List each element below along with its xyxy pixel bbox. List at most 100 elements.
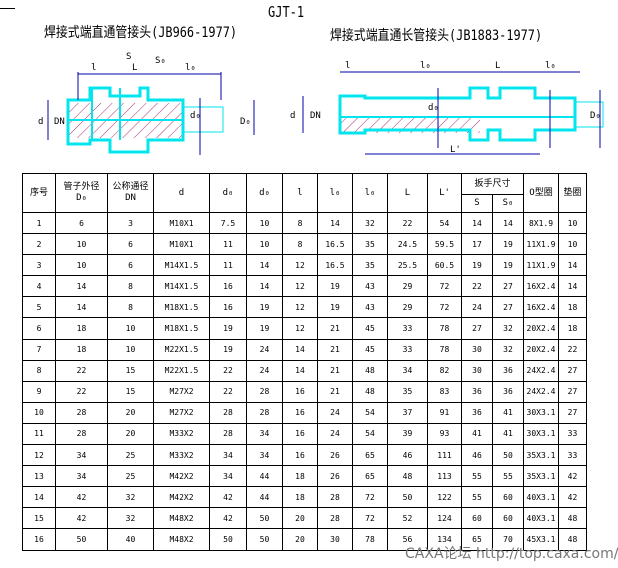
dim-L: L bbox=[132, 63, 137, 73]
table-cell: 12 bbox=[282, 254, 318, 277]
table-cell: 28 bbox=[317, 486, 353, 509]
table-cell: 111 bbox=[427, 444, 462, 467]
table-cell: 41 bbox=[492, 422, 524, 446]
table-cell: 8 bbox=[282, 233, 318, 256]
watermark: CAXA论坛 http://top.caxa.com/ bbox=[405, 546, 618, 562]
table-cell: 19 bbox=[246, 317, 283, 340]
table-cell: M18X1.5 bbox=[153, 317, 210, 340]
table-cell: 78 bbox=[427, 317, 462, 340]
table-cell: 22 bbox=[558, 338, 587, 361]
table-cell: M33X2 bbox=[153, 444, 210, 467]
table-cell: 29 bbox=[387, 296, 428, 319]
table-cell: 65 bbox=[352, 444, 388, 467]
header-S: S bbox=[461, 194, 493, 213]
table-cell: 28 bbox=[317, 507, 353, 530]
table-cell: 17 bbox=[461, 233, 493, 256]
header-no: 序号 bbox=[22, 173, 56, 213]
table-cell: 16 bbox=[282, 380, 318, 403]
table-cell: 122 bbox=[427, 486, 462, 509]
table-cell: 50 bbox=[209, 528, 247, 551]
table-cell: 35 bbox=[387, 380, 428, 403]
table-cell: M10X1 bbox=[153, 211, 210, 235]
header-d0b: d₀ bbox=[246, 173, 283, 213]
table-cell: 32 bbox=[352, 211, 388, 235]
table-cell: 21 bbox=[317, 380, 353, 403]
table-cell: 48 bbox=[558, 528, 587, 551]
table-cell: 12 bbox=[282, 317, 318, 340]
table-cell: 33 bbox=[387, 338, 428, 361]
table-cell: 16 bbox=[22, 528, 56, 551]
dim-D0-r: D₀ bbox=[590, 111, 601, 121]
dim-l0: l₀ bbox=[185, 63, 196, 73]
header-l0a: l₀ bbox=[317, 173, 353, 213]
table-cell: 10 bbox=[55, 233, 108, 256]
table-cell: 10 bbox=[246, 233, 283, 256]
table-cell: 39 bbox=[387, 422, 428, 446]
table-cell: 16 bbox=[282, 444, 318, 467]
table-cell: 3 bbox=[22, 254, 56, 277]
table-cell: 12 bbox=[22, 444, 56, 467]
table-cell: 33 bbox=[558, 422, 587, 446]
table-cell: 28 bbox=[209, 422, 247, 446]
table-cell: 30 bbox=[461, 338, 493, 361]
table-cell: 33 bbox=[558, 444, 587, 467]
table-cell: 9 bbox=[22, 380, 56, 403]
table-cell: 45 bbox=[352, 338, 388, 361]
table-cell: 16.5 bbox=[317, 254, 353, 277]
table-cell: M18X1.5 bbox=[153, 296, 210, 319]
table-cell: 46 bbox=[387, 444, 428, 467]
table-cell: 14 bbox=[282, 359, 318, 382]
table-cell: 8 bbox=[107, 296, 154, 319]
table-cell: 8 bbox=[107, 275, 154, 298]
table-cell: 113 bbox=[427, 465, 462, 488]
table-cell: 22 bbox=[209, 380, 247, 403]
table-cell: 34 bbox=[209, 444, 247, 467]
table-cell: 30X3.1 bbox=[523, 422, 559, 446]
table-cell: M27X2 bbox=[153, 380, 210, 403]
table-cell: 29 bbox=[387, 275, 428, 298]
table-cell: 18 bbox=[55, 317, 108, 340]
table-cell: 24 bbox=[317, 422, 353, 446]
table-cell: 54 bbox=[352, 422, 388, 446]
left-dimensions bbox=[47, 72, 255, 155]
table-cell: 20 bbox=[282, 528, 318, 551]
table-cell: 6 bbox=[107, 233, 154, 256]
table-cell: 19 bbox=[461, 254, 493, 277]
table-cell: 36 bbox=[492, 359, 524, 382]
table-cell: 78 bbox=[352, 528, 388, 551]
table-cell: 72 bbox=[427, 296, 462, 319]
table-cell: 19 bbox=[492, 233, 524, 256]
table-cell: 22 bbox=[55, 359, 108, 382]
table-cell: 82 bbox=[427, 359, 462, 382]
table-cell: 1 bbox=[22, 211, 56, 235]
fitting-drawings: l L l₀ S S₀ d DN d₀ D₀ l l₀ L l₀ d DN d₀… bbox=[38, 52, 604, 155]
table-cell: 19 bbox=[209, 338, 247, 361]
table-cell: 52 bbox=[387, 507, 428, 530]
table-cell: 35 bbox=[352, 254, 388, 277]
table-cell: 35X3.1 bbox=[523, 465, 559, 488]
table-cell: 78 bbox=[427, 338, 462, 361]
table-cell: 14 bbox=[22, 486, 56, 509]
header-l: l bbox=[282, 173, 318, 213]
table-cell: 14 bbox=[282, 338, 318, 361]
table-cell: 15 bbox=[107, 380, 154, 403]
table-cell: 10 bbox=[22, 401, 56, 424]
table-cell: 19 bbox=[317, 275, 353, 298]
table-cell: 14 bbox=[55, 296, 108, 319]
table-cell: 20 bbox=[282, 507, 318, 530]
table-cell: 40 bbox=[107, 528, 154, 551]
table-cell: 42 bbox=[209, 486, 247, 509]
dim-L-r: L bbox=[495, 61, 500, 71]
table-cell: 44 bbox=[246, 486, 283, 509]
table-cell: 91 bbox=[427, 401, 462, 424]
table-cell: 42 bbox=[558, 465, 587, 488]
